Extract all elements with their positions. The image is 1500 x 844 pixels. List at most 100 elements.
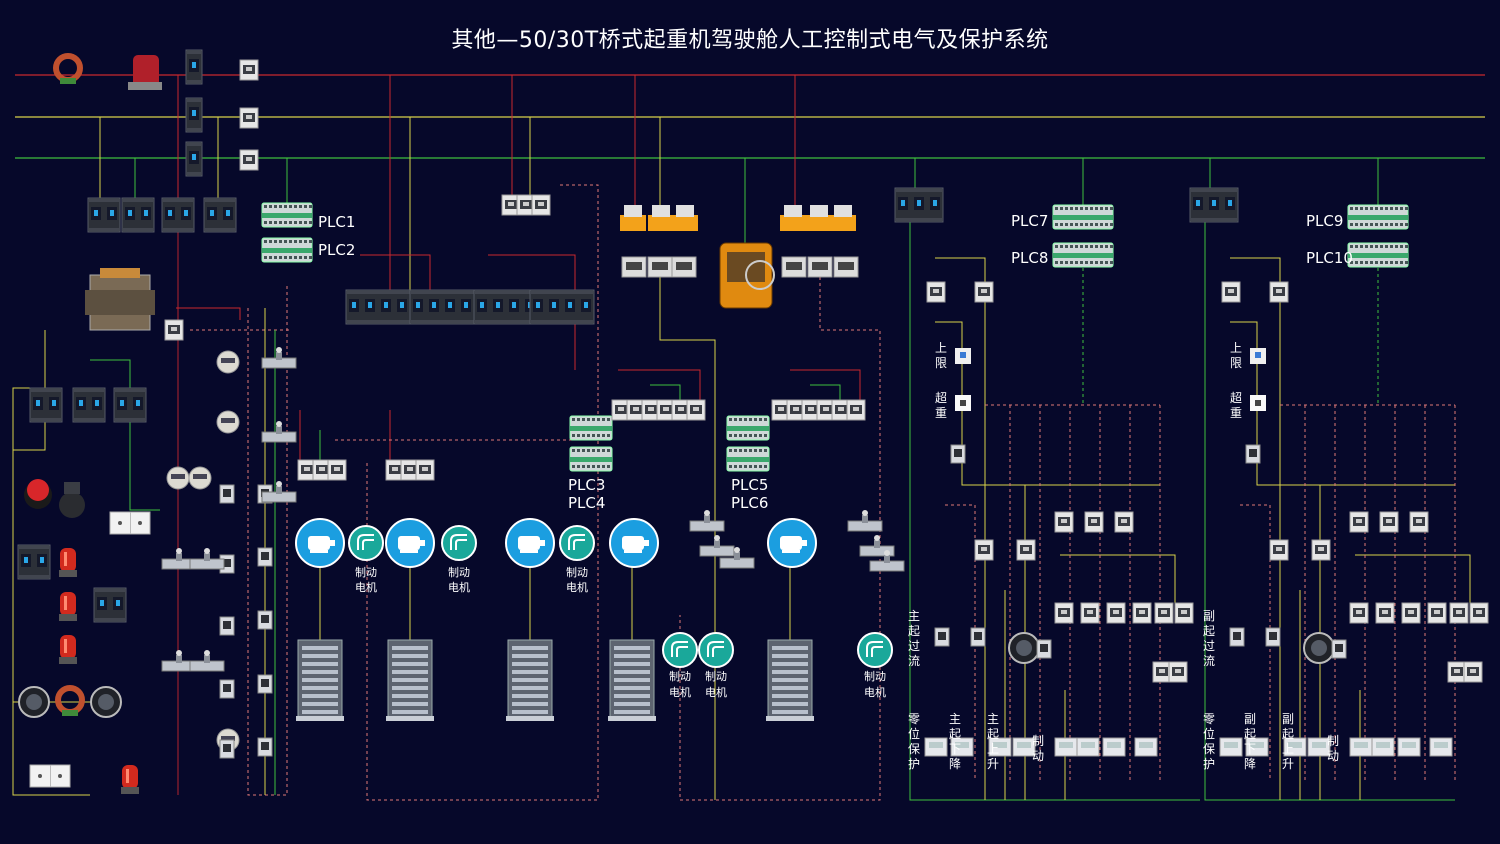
motor-icon xyxy=(767,518,817,568)
plc-module-icon xyxy=(1347,204,1409,230)
plc-module-icon xyxy=(569,446,613,472)
meter-icon xyxy=(216,410,240,434)
motor-icon xyxy=(609,518,659,568)
contactor-icon xyxy=(239,107,259,129)
contactor-icon xyxy=(1349,511,1369,533)
contactor-icon xyxy=(1084,511,1104,533)
cam-controller-icon xyxy=(780,205,806,231)
label-char: 护 xyxy=(1203,757,1215,771)
alarm-lamp-icon xyxy=(59,635,77,664)
circuit-breaker-icon xyxy=(203,197,237,233)
contactor-icon xyxy=(686,399,706,421)
brake-label2: 电机 xyxy=(669,685,691,699)
relay-icon xyxy=(1265,627,1281,647)
contactor-icon xyxy=(926,281,946,303)
label-char: 起 xyxy=(1203,624,1215,638)
label-char: 起 xyxy=(987,727,999,741)
contactor-icon xyxy=(1379,511,1399,533)
circuit-breaker-icon xyxy=(72,387,106,423)
limit-switch-icon xyxy=(671,256,697,278)
contactor-icon xyxy=(1269,539,1289,561)
relay-icon xyxy=(1349,737,1373,757)
relay-icon xyxy=(1054,737,1078,757)
label-char: 位 xyxy=(908,726,920,741)
current-transformer-icon xyxy=(53,53,83,84)
circuit-breaker-icon xyxy=(87,197,121,233)
contactor-icon xyxy=(1221,281,1241,303)
relay-icon xyxy=(219,616,235,636)
contactor-icon xyxy=(1152,661,1172,683)
cam-controller-icon xyxy=(672,205,698,231)
wire xyxy=(659,277,716,800)
relay-icon xyxy=(1429,737,1453,757)
label-char: 流 xyxy=(1203,654,1215,668)
motor-icon xyxy=(385,518,435,568)
label-char: 主 xyxy=(987,712,999,726)
relay-icon xyxy=(1283,737,1307,757)
circuit-breaker-icon xyxy=(121,197,155,233)
cam-controller-icon xyxy=(648,205,674,231)
brake-label2: 制动 xyxy=(669,670,691,683)
circuit-breaker-icon xyxy=(93,587,127,623)
cam-controller-icon xyxy=(859,535,895,557)
resistor-bank-icon xyxy=(386,639,434,721)
label-char: 副 xyxy=(1282,712,1294,726)
relay-icon xyxy=(257,737,273,757)
relay-icon xyxy=(1245,737,1269,757)
brake-label2: 制动 xyxy=(864,670,886,683)
limit-switch-icon xyxy=(955,348,971,364)
contactor-icon xyxy=(1054,511,1074,533)
cam-controller-icon xyxy=(719,547,755,569)
motor-icon xyxy=(295,518,345,568)
limit-switch-icon xyxy=(807,256,833,278)
contactor-icon xyxy=(771,399,791,421)
relay-icon xyxy=(950,444,966,464)
contactor-icon xyxy=(312,459,332,481)
circuit-breaker-icon xyxy=(894,187,944,223)
plc-label: PLC7 xyxy=(1011,212,1048,230)
relay-icon xyxy=(1036,639,1052,659)
cam-controller-icon xyxy=(189,650,225,672)
label-char: 上 xyxy=(987,742,999,756)
wire xyxy=(13,420,46,451)
contactor-icon xyxy=(164,319,184,341)
label-char: 限 xyxy=(1230,356,1242,370)
label-char: 重 xyxy=(1230,406,1242,420)
label-char: 保 xyxy=(1203,742,1215,756)
plc-module-icon xyxy=(1052,242,1114,268)
emergency-stop-icon xyxy=(24,479,52,509)
label-char: 上 xyxy=(1282,742,1294,756)
resistor-bank-icon xyxy=(296,639,344,721)
brake-text: 制动 xyxy=(1032,734,1044,763)
contactor-icon xyxy=(786,399,806,421)
plc-module-icon xyxy=(1347,242,1409,268)
relay-icon xyxy=(219,739,235,759)
alarm-lamp-icon xyxy=(121,765,139,794)
contactor-icon xyxy=(1463,661,1483,683)
plc5-label: PLC5 xyxy=(731,476,768,494)
indicator-icon xyxy=(90,686,122,718)
plc-module-icon xyxy=(569,415,613,441)
upper-limit-label: 上限 xyxy=(935,341,947,370)
contactor-icon xyxy=(1154,602,1174,624)
circuit-breaker-icon xyxy=(185,97,203,133)
plc1-label: PLC1 xyxy=(318,213,355,231)
circuit-breaker-icon xyxy=(17,544,51,580)
wire xyxy=(945,504,976,780)
circuit-breaker-icon xyxy=(345,289,411,325)
label-char: 动 xyxy=(1327,749,1339,763)
overload-label: 超重 xyxy=(935,390,947,420)
contactor-icon xyxy=(1427,602,1447,624)
wire xyxy=(488,254,576,370)
contactor-icon xyxy=(831,399,851,421)
plc6-label: PLC6 xyxy=(731,494,768,512)
plc-module-icon xyxy=(726,415,770,441)
wire xyxy=(129,420,160,511)
relay-icon xyxy=(1331,639,1347,659)
